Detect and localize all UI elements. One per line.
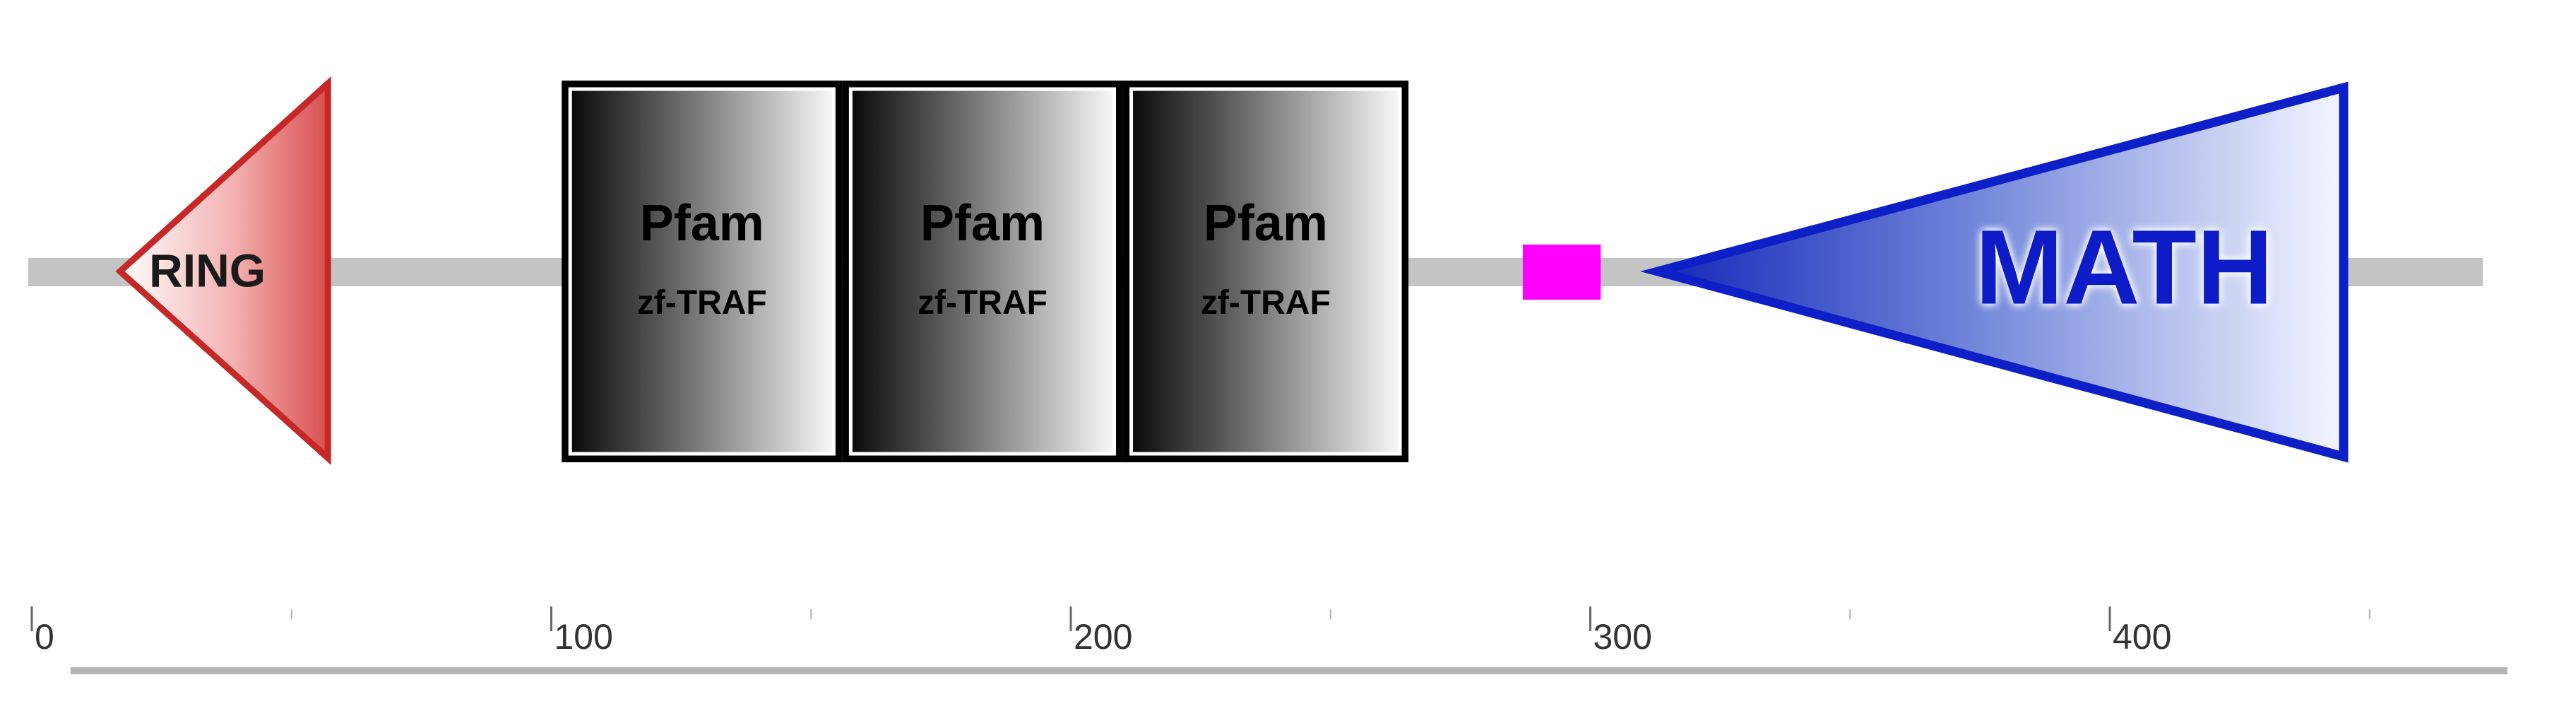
axis-minor-ticks	[290, 609, 2370, 619]
pfam-domain-3-fill	[1129, 87, 1402, 456]
pfam-domain-2[interactable]: Pfam zf-TRAF	[842, 81, 1123, 462]
math-domain-label: MATH	[1975, 208, 2273, 327]
axis-tick-label: 300	[1593, 617, 1652, 657]
axis-tick-label: 100	[554, 617, 613, 657]
pfam-domain-3[interactable]: Pfam zf-TRAF	[1122, 81, 1409, 462]
pfam-domain-3-subname: zf-TRAF	[1201, 284, 1331, 322]
axis-tick-label: 0	[35, 617, 54, 657]
pfam-domain-group: Pfam zf-TRAF Pfam zf-TRAF Pfam zf-TRAF	[562, 81, 1409, 462]
axis-major-ticks: 0 100 200 300 400	[30, 606, 2171, 657]
axis-tick-label: 400	[2113, 617, 2171, 657]
pfam-domain-2-fill	[848, 87, 1117, 456]
pfam-domain-1-subname: zf-TRAF	[637, 284, 767, 322]
pfam-domain-1-fill	[568, 87, 836, 456]
pfam-domain-2-subname: zf-TRAF	[918, 284, 1047, 322]
pfam-domain-2-name: Pfam	[920, 195, 1045, 252]
pfam-domain-3-name: Pfam	[1204, 195, 1328, 252]
magenta-motif[interactable]	[1522, 245, 1601, 300]
math-domain[interactable]	[1640, 81, 2349, 463]
axis-tick-label: 200	[1074, 617, 1132, 657]
sequence-position-axis: 0 100 200 300 400	[30, 606, 2507, 674]
pfam-domain-1-name: Pfam	[640, 195, 764, 252]
axis-baseline	[71, 667, 2507, 674]
pfam-domain-1[interactable]: Pfam zf-TRAF	[562, 81, 843, 462]
ring-domain-label: RING	[149, 244, 266, 296]
ring-domain[interactable]	[115, 76, 331, 466]
